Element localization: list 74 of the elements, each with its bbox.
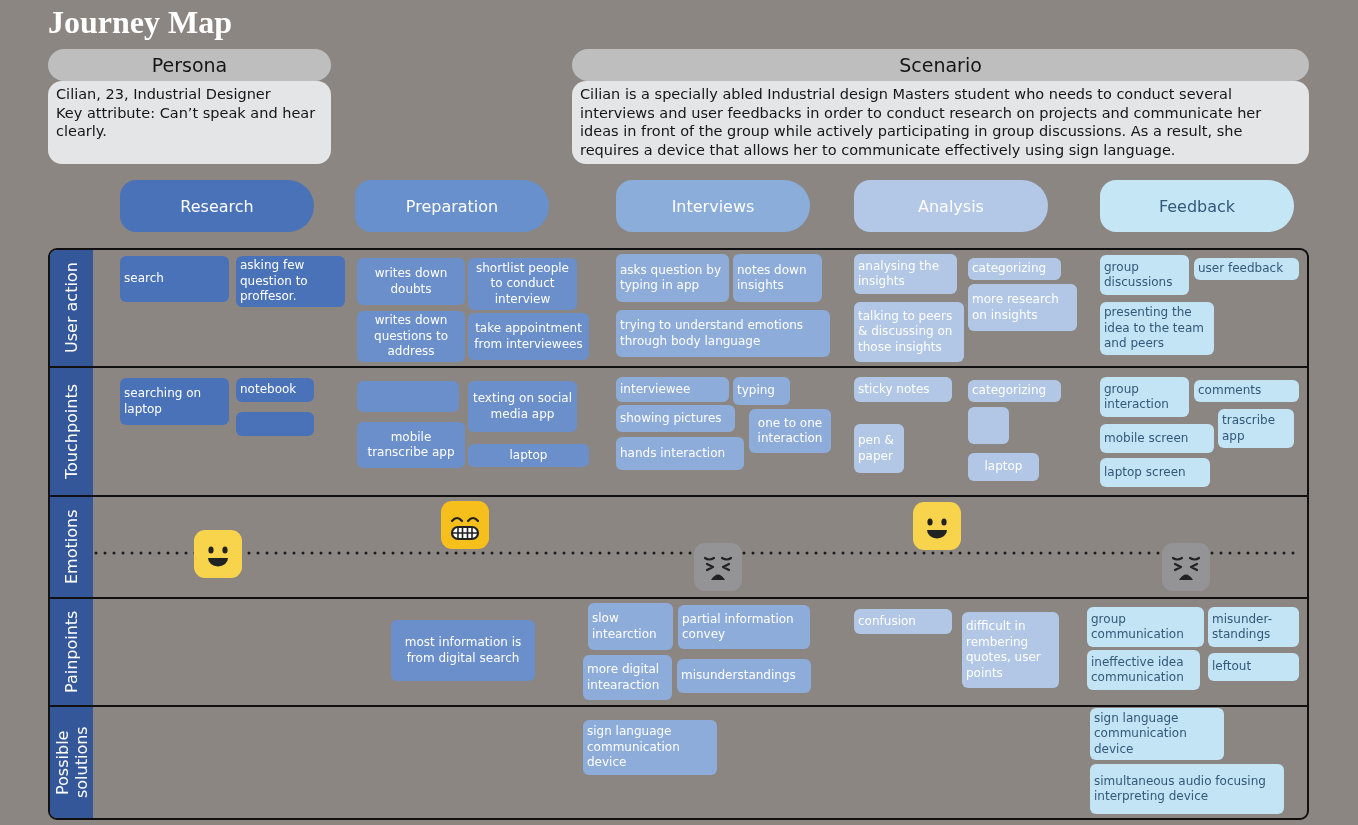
sticky-note: showing pictures bbox=[616, 405, 735, 432]
card-text: Cilian, 23, Industrial Designer bbox=[56, 85, 272, 104]
sticky-note: slow intearction bbox=[588, 603, 673, 650]
sticky-note: sign language communication device bbox=[1090, 708, 1224, 760]
sticky-note: group discussions bbox=[1100, 255, 1189, 295]
sticky-note: writes down doubts bbox=[357, 258, 465, 305]
sticky-note: ineffective idea communication bbox=[1087, 650, 1200, 690]
lane-header: Possible solutions bbox=[50, 707, 93, 818]
sticky-note: asks question by typing in app bbox=[616, 254, 729, 302]
stage-header: Research bbox=[120, 180, 314, 232]
sticky-note: asking few question to proffesor. bbox=[236, 256, 345, 307]
sticky-note: presenting the idea to the team and peers bbox=[1100, 302, 1214, 355]
sticky-note: typing bbox=[733, 377, 790, 405]
sticky-note: interviewee bbox=[616, 377, 729, 402]
stage-header: Analysis bbox=[854, 180, 1048, 232]
sticky-note: misunder- standings bbox=[1208, 607, 1299, 647]
info-card: Cilian is a specially abled Industrial design Masters student who needs to conduct several interviews and user feedbacks in order to conduct research on projects and communicate her ideas in front of the group while actively participating in group discussions. As a result, she requires a device that allows her to communicate effectively using sign language. bbox=[572, 81, 1309, 164]
sticky-note: hands interaction bbox=[616, 437, 744, 470]
swimlane bbox=[48, 248, 1309, 366]
sticky-note: pen & paper bbox=[854, 424, 904, 473]
lane-header: Touchpoints bbox=[50, 368, 93, 495]
sticky-note: take appointment from interviewees bbox=[468, 313, 589, 360]
sticky-note bbox=[357, 381, 459, 412]
sticky-note: texting on social media app bbox=[468, 381, 577, 432]
sticky-note: notebook bbox=[236, 378, 314, 402]
sticky-note: misunderstandings bbox=[677, 659, 811, 693]
sticky-note: categorizing bbox=[968, 258, 1061, 280]
sticky-note: user feedback bbox=[1194, 258, 1299, 280]
swimlane bbox=[48, 495, 1309, 597]
sticky-note: search bbox=[120, 256, 229, 302]
sticky-note: one to one interaction bbox=[749, 409, 831, 453]
sticky-note: talking to peers & discussing on those insights bbox=[854, 302, 964, 362]
card-text: Key attribute: Can’t speak and hear clearly. bbox=[56, 103, 317, 141]
sticky-note: simultaneous audio focusing interpreting device bbox=[1090, 764, 1284, 814]
sticky-note: leftout bbox=[1208, 653, 1299, 681]
sticky-note: group communication bbox=[1087, 607, 1204, 647]
sticky-note bbox=[968, 407, 1009, 444]
sticky-note: trascribe app bbox=[1218, 409, 1294, 448]
sticky-note: categorizing bbox=[968, 380, 1061, 402]
section-header: Persona bbox=[48, 49, 331, 81]
lane-header: Emotions bbox=[50, 497, 93, 597]
sticky-note: more digital intearaction bbox=[583, 655, 672, 700]
sticky-note: writes down questions to address bbox=[357, 311, 465, 362]
sticky-note: more research on insights bbox=[968, 284, 1077, 331]
lane-header: Painpoints bbox=[50, 599, 93, 705]
swimlane bbox=[48, 597, 1309, 705]
sticky-note: laptop bbox=[468, 444, 589, 467]
swimlane bbox=[48, 366, 1309, 495]
sticky-note: comments bbox=[1194, 380, 1299, 402]
sticky-note bbox=[236, 412, 314, 436]
sticky-note: laptop screen bbox=[1100, 458, 1210, 487]
sticky-note: laptop bbox=[968, 453, 1039, 481]
stage-header: Feedback bbox=[1100, 180, 1294, 232]
swimlane bbox=[48, 705, 1309, 820]
sticky-note: searching on laptop bbox=[120, 378, 229, 425]
sticky-note: notes down insights bbox=[733, 254, 822, 302]
lane-header: User action bbox=[50, 250, 93, 366]
sticky-note: sticky notes bbox=[854, 377, 952, 402]
section-header: Scenario bbox=[572, 49, 1309, 81]
stage-header: Interviews bbox=[616, 180, 810, 232]
sticky-note: mobile transcribe app bbox=[357, 422, 465, 468]
page-title: Journey Map bbox=[48, 3, 232, 42]
sticky-note: partial information convey bbox=[678, 605, 810, 649]
sticky-note: mobile screen bbox=[1100, 424, 1214, 453]
sticky-note: difficult in rembering quotes, user points bbox=[962, 612, 1059, 688]
sticky-note: analysing the insights bbox=[854, 254, 957, 294]
sticky-note: trying to understand emotions through body language bbox=[616, 310, 830, 357]
sticky-note: group interaction bbox=[1100, 377, 1189, 417]
stage-header: Preparation bbox=[355, 180, 549, 232]
sticky-note: confusion bbox=[854, 609, 952, 634]
info-card bbox=[48, 81, 331, 164]
sticky-note: sign language communication device bbox=[583, 720, 717, 775]
sticky-note: most information is from digital search bbox=[391, 620, 535, 681]
sticky-note: shortlist people to conduct interview bbox=[468, 258, 577, 310]
